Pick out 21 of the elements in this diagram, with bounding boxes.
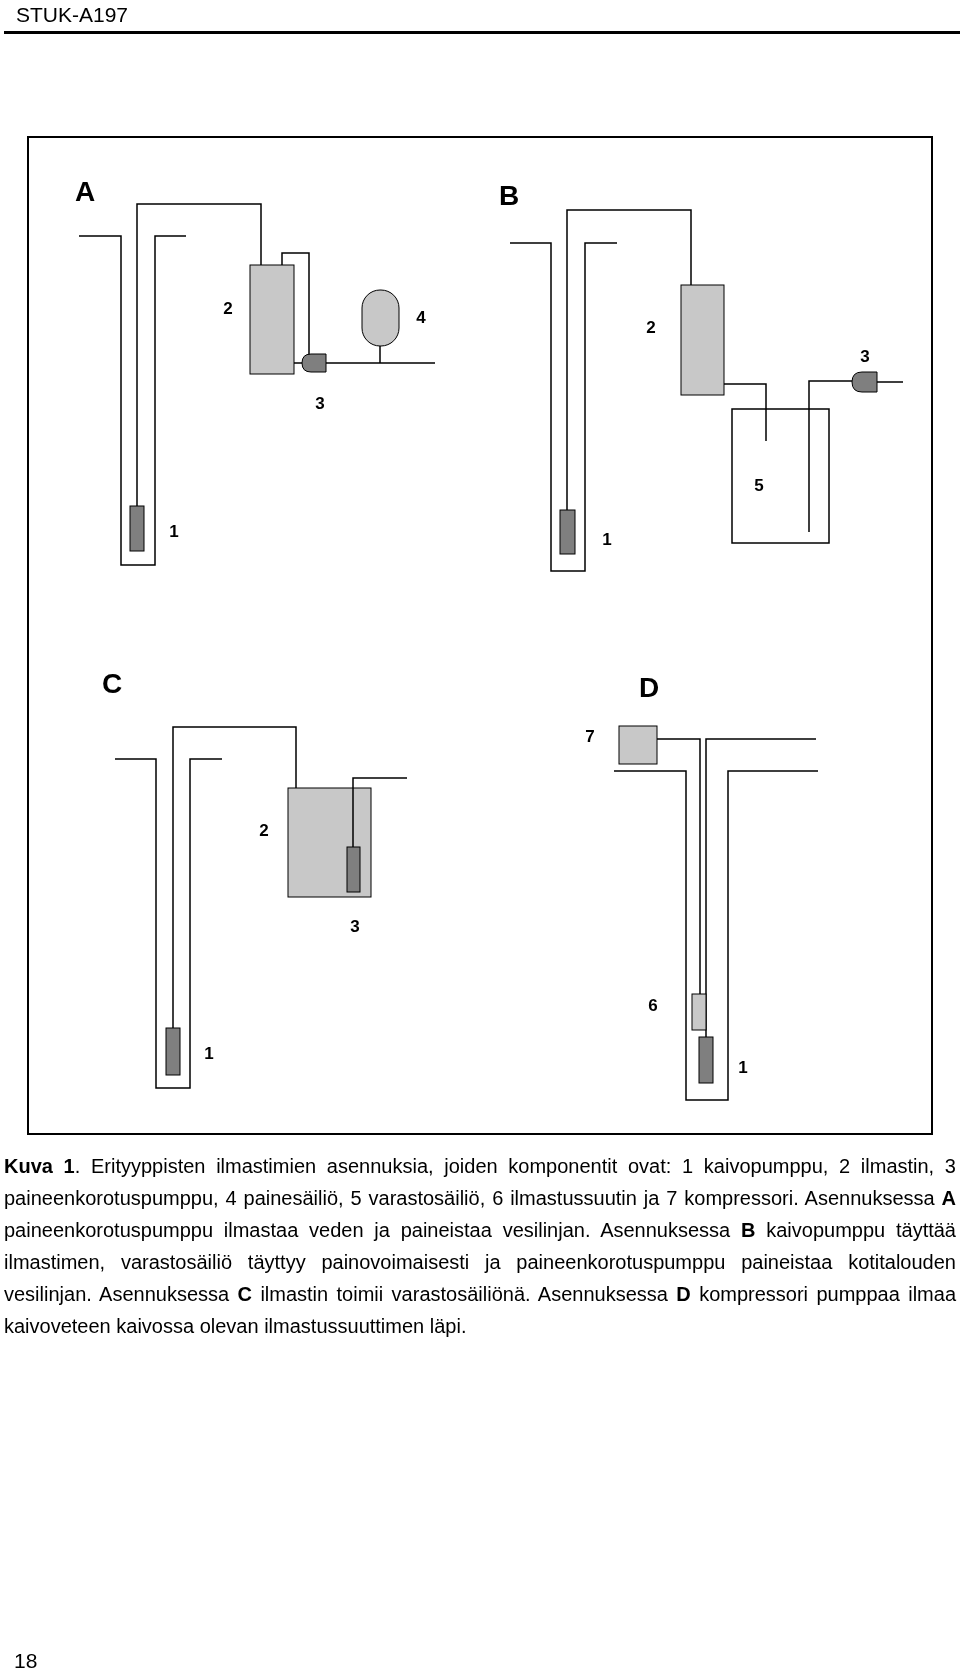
panel-letter: A (74, 178, 96, 206)
panel-letter: C (101, 670, 123, 698)
callout-number: 1 (602, 530, 612, 548)
callout-number: 2 (259, 821, 269, 839)
callout-number: 6 (648, 996, 658, 1014)
callout-number: 1 (169, 522, 179, 540)
callout-number: 1 (204, 1044, 214, 1062)
callout-number: 7 (585, 727, 595, 745)
callout-number: 3 (350, 917, 360, 935)
panel-letter: D (638, 674, 660, 702)
callout-number: 3 (860, 347, 870, 365)
header-text: STUK-A197 (16, 3, 128, 25)
callout-number: 4 (416, 308, 426, 326)
panel-letter: B (498, 182, 520, 210)
callout-number: 2 (223, 299, 233, 317)
callout-number: 2 (646, 318, 656, 336)
callout-number: 1 (738, 1058, 748, 1076)
page-number: 18 (14, 1649, 38, 1671)
figure-caption: Kuva 1. Erityyppisten ilmastimien asennuksia, joiden komponentit ovat: 1 kaivopumppu, 2 ilmastin, 3 paineenkorotuspumppu, 4 painesäiliö, 5 varastosäiliö, 6 ilmastussuutin ja 7 kompressori. Asennuksessa A paineenkorotuspumppu ilmastaa veden ja paineistaa vesilinjan. Asennuksessa B kaivopumppu täyttää ilmastimen, varastosäiliö täyttyy painovoimaisesti ja paineenkorotuspumppu paineistaa kotitalouden vesilinjan. Asennuksessa C ilmastin toimii varastosäiliönä. Asennuksessa D kompressori pumppaa ilmaa kaivoveteen kaivossa olevan ilmastussuuttimen läpi. (4, 1154, 956, 1339)
callout-number: 3 (315, 394, 325, 412)
callout-number: 5 (754, 476, 764, 494)
